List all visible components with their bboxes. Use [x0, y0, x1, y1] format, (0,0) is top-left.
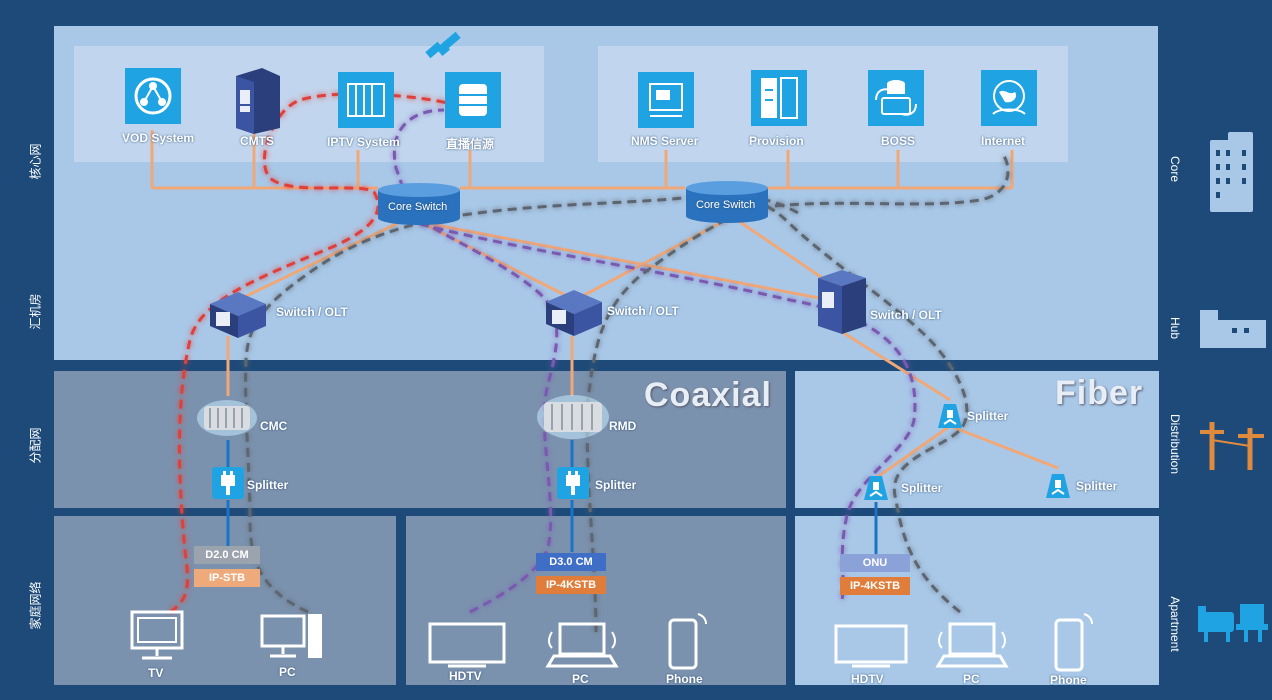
building-icon: [1210, 132, 1253, 212]
splitter-plug-icon: [566, 471, 580, 495]
fiber-splitter-left-label: Splitter: [901, 481, 943, 495]
cmts-label: CMTS: [240, 134, 274, 148]
apartment-panel-1: [54, 516, 396, 685]
phone-icon-2[interactable]: [1052, 612, 1096, 672]
utility-pole-icon: [1200, 422, 1264, 470]
side-label-apartment: Apartment: [1168, 596, 1182, 652]
d30-cm-box[interactable]: D3.0 CM: [536, 553, 606, 571]
switch-olt-cube-icon: [546, 290, 602, 336]
laptop-icon-1[interactable]: [542, 620, 622, 670]
side-label-home-network: 家庭网络: [28, 581, 43, 630]
coaxial-title: Coaxial: [644, 376, 772, 414]
iptv-system-label: IPTV System: [327, 135, 400, 149]
internet-tile[interactable]: [981, 70, 1037, 126]
nms-server-icon: [649, 83, 683, 117]
splitter-plug-icon: [221, 471, 235, 495]
phone-label-2: Phone: [1050, 673, 1087, 687]
ip-4kstb-box-2[interactable]: IP-4KSTB: [840, 577, 910, 595]
boss-database-icon: [875, 80, 917, 116]
fiber-splitter-left[interactable]: [860, 472, 892, 504]
switch-olt-2-label: Switch / OLT: [607, 304, 679, 318]
rmd-device-icon: [537, 395, 609, 439]
satellite-icon: [425, 32, 461, 59]
phone-label-1: Phone: [666, 672, 703, 686]
coax-splitter-1-label: Splitter: [247, 478, 289, 492]
coax-splitter-2[interactable]: [557, 467, 589, 499]
vod-system-tile[interactable]: [125, 68, 181, 124]
pc-label-1: PC: [279, 665, 296, 679]
internet-globe-icon: [992, 80, 1026, 115]
hdtv-label-2: HDTV: [851, 672, 884, 686]
coax-splitter-1[interactable]: [212, 467, 244, 499]
cmc-label: CMC: [260, 419, 288, 433]
side-label-distribution: Distribution: [1168, 413, 1182, 475]
core-switch-cylinder-icon: [378, 183, 460, 225]
pc-label-3: PC: [963, 672, 980, 686]
server-rack-icon: [347, 83, 385, 117]
provision-rack-icon: [761, 77, 798, 119]
fiber-splitter-right[interactable]: [1042, 470, 1074, 502]
switch-olt-tower-icon: [818, 270, 866, 334]
storage-box-icon: [459, 84, 487, 116]
hdtv-label-1: HDTV: [449, 669, 482, 683]
ip-4kstb-box-1[interactable]: IP-4KSTB: [536, 576, 606, 594]
nms-server-label: NMS Server: [631, 134, 699, 148]
fiber-splitter-icon: [1046, 474, 1070, 498]
cmc-device-icon: [197, 400, 257, 436]
switch-olt-1-label: Switch / OLT: [276, 305, 348, 319]
live-source-label: 直播信源: [446, 137, 495, 151]
fiber-splitter-icon: [938, 404, 962, 428]
iptv-system-tile[interactable]: [338, 72, 394, 128]
onu-box[interactable]: ONU: [840, 554, 910, 572]
vod-system-label: VOD System: [122, 131, 195, 145]
hdtv-icon-1[interactable]: [428, 622, 508, 668]
core-switch-cylinder-icon: [686, 181, 768, 223]
core-switch-1-label: Core Switch: [388, 201, 448, 213]
ip-stb-box[interactable]: IP-STB: [194, 569, 260, 587]
rmd-label: RMD: [609, 419, 637, 433]
side-label-core: Core: [1168, 155, 1182, 182]
tv-icon[interactable]: [130, 610, 186, 662]
fiber-splitter-top-label: Splitter: [967, 409, 1009, 423]
hdtv-icon-2[interactable]: [834, 624, 910, 670]
coax-splitter-2-label: Splitter: [595, 478, 637, 492]
provision-tile[interactable]: [751, 70, 807, 126]
hub-icon: [1200, 310, 1266, 348]
phone-icon-1[interactable]: [666, 610, 710, 670]
switch-olt-3-label: Switch / OLT: [870, 308, 942, 322]
side-label-hub-room: 汇机房: [28, 293, 43, 330]
provision-label: Provision: [749, 134, 804, 148]
fiber-title: Fiber: [1055, 374, 1144, 412]
side-label-hub: Hub: [1168, 316, 1182, 339]
d20-cm-box[interactable]: D2.0 CM: [194, 546, 260, 564]
core-switch-2-label: Core Switch: [696, 199, 756, 211]
nms-server-tile[interactable]: [638, 72, 694, 128]
furniture-icon: [1198, 604, 1268, 642]
desktop-pc-icon[interactable]: [260, 612, 326, 662]
boss-label: BOSS: [881, 134, 916, 148]
server-tower-icon: [236, 68, 280, 134]
boss-tile[interactable]: [868, 70, 924, 126]
pc-label-2: PC: [572, 672, 589, 686]
fiber-splitter-top[interactable]: [934, 400, 966, 432]
switch-olt-cube-icon: [210, 292, 266, 338]
side-label-distribution-network: 分配网: [28, 427, 43, 464]
side-label-core-network: 核心网: [28, 143, 43, 180]
fiber-splitter-right-label: Splitter: [1076, 479, 1118, 493]
fiber-splitter-icon: [864, 476, 888, 500]
live-source-tile[interactable]: [445, 72, 501, 128]
internet-label: Internet: [981, 134, 1026, 148]
laptop-icon-2[interactable]: [932, 620, 1012, 670]
globe-network-icon: [134, 77, 172, 115]
tv-label: TV: [148, 666, 164, 680]
